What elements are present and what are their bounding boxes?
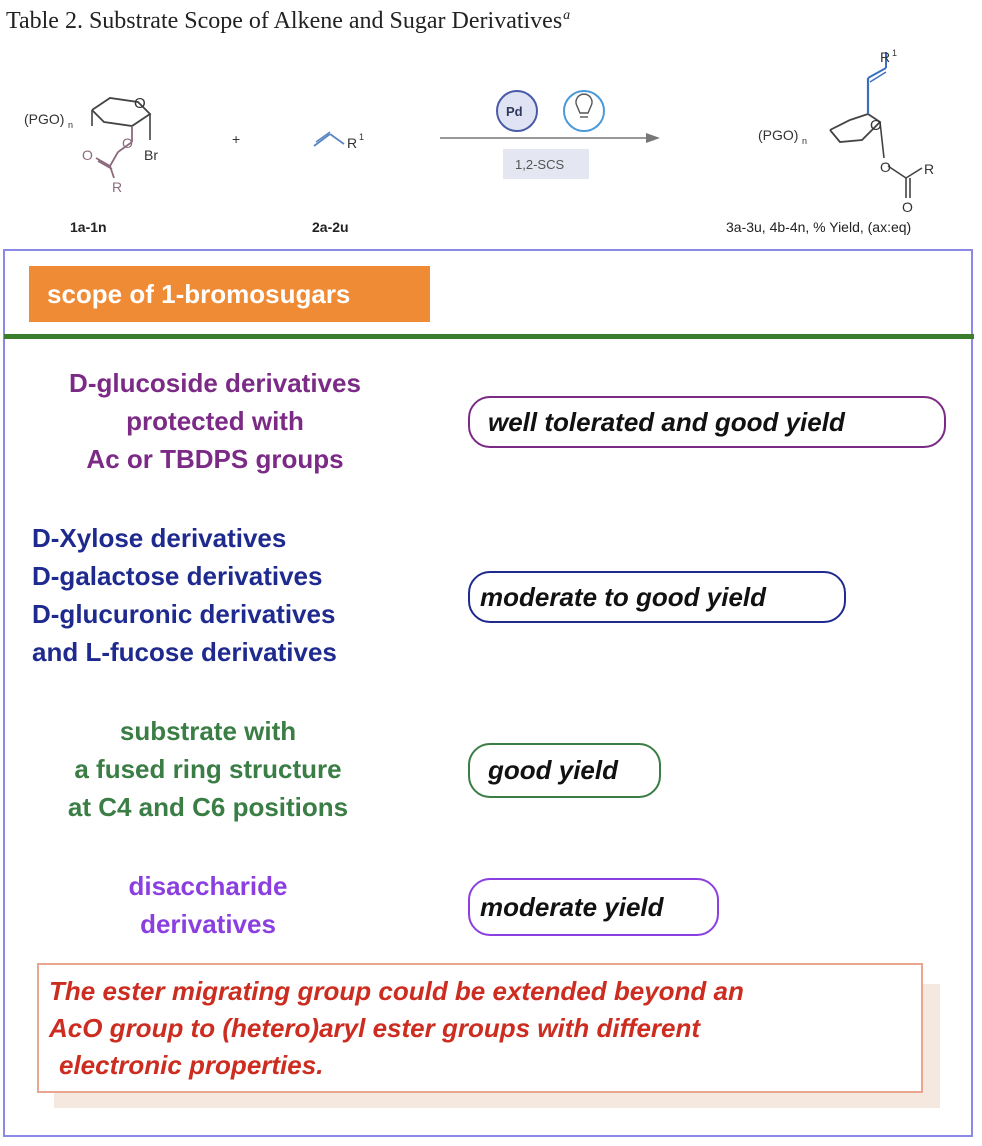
reactant1-br: Br <box>144 147 158 163</box>
group-disaccharide: disaccharide derivatives <box>108 867 308 943</box>
group-fused-ring-line: a fused ring structure <box>74 754 342 784</box>
group-xylose-line: D-Xylose derivatives <box>32 523 287 553</box>
product-ring-o: O <box>870 117 882 134</box>
result-xylose-text: moderate to good yield <box>480 581 767 612</box>
pd-catalyst-icon <box>496 90 538 132</box>
reactant-alkene: R 1 2a-2u <box>312 131 364 235</box>
reactant1-ring-o: O <box>134 95 146 112</box>
product-ester-o: O <box>880 159 891 175</box>
table-title: Table 2. Substrate Scope of Alkene and S… <box>6 8 570 35</box>
reactant-bromosugar: (PGO) n O O Br O R 1a-1n <box>24 95 158 235</box>
result-xylose-pill: moderate to good yield <box>468 571 846 623</box>
reactant2-sup: 1 <box>359 132 364 142</box>
result-glucoside-text: well tolerated and good yield <box>488 406 845 437</box>
header-divider <box>4 334 974 339</box>
reactant2-label: 2a-2u <box>312 219 349 235</box>
reactant1-carbonyl-o: O <box>82 147 93 163</box>
group-fused-ring-line: at C4 and C6 positions <box>67 792 349 822</box>
group-glucoside-line: D-glucoside derivatives <box>69 368 361 398</box>
reactant1-ester-o: O <box>122 135 133 151</box>
group-disaccharide-line: disaccharide <box>128 871 288 901</box>
reactant1-label: 1a-1n <box>70 219 107 235</box>
product-r: R <box>924 161 934 177</box>
group-glucoside-line: protected with <box>126 406 304 436</box>
scope-panel <box>3 249 973 1137</box>
scope-header-label: scope of 1-bromosugars <box>47 278 351 309</box>
group-xylose-line: D-galactose derivatives <box>32 561 323 591</box>
table-title-text: Table 2. Substrate Scope of Alkene and S… <box>6 8 563 34</box>
plus-sign: + <box>232 131 240 147</box>
result-disaccharide-text: moderate yield <box>480 891 664 922</box>
product-label: 3a-3u, 4b-4n, % Yield, (ax:eq) <box>726 219 911 235</box>
product-pgo: (PGO) <box>758 127 798 143</box>
table-title-footnote: a <box>563 8 571 23</box>
scope-header: scope of 1-bromosugars <box>29 266 430 322</box>
reactant2-r: R <box>347 135 357 151</box>
product-carbonyl-o: O <box>902 199 913 215</box>
group-glucoside: D-glucoside derivatives protected with A… <box>30 364 400 478</box>
product-glycoside: R 1 (PGO) n O O R O 3a-3u, 4b-4n, % Yiel… <box>726 48 934 235</box>
result-disaccharide-pill: moderate yield <box>468 878 719 936</box>
product-r1: R <box>880 49 890 65</box>
condition-label: 1,2-SCS <box>515 157 564 172</box>
group-xylose-line: D-glucuronic derivatives <box>32 599 336 629</box>
reactant1-pgo: (PGO) <box>24 111 64 127</box>
ester-note: The ester migrating group could be exten… <box>37 963 923 1093</box>
group-glucoside-line: Ac or TBDPS groups <box>86 444 344 474</box>
result-fused-ring-pill: good yield <box>468 743 661 798</box>
group-fused-ring-line: substrate with <box>119 716 297 746</box>
ester-note-line: electronic properties. <box>59 1050 324 1080</box>
result-fused-ring-text: good yield <box>488 755 618 785</box>
catalyst-label: Pd <box>506 104 523 119</box>
reaction-arrow: Pd 1,2-SCS <box>440 90 660 179</box>
light-bulb-icon <box>563 90 605 132</box>
ester-note-line: The ester migrating group could be exten… <box>49 976 744 1006</box>
reaction-scheme: (PGO) n O O Br O R 1a-1n + R 1 2a-2u Pd <box>24 48 934 235</box>
reactant1-r: R <box>112 179 122 195</box>
group-xylose-line: and L-fucose derivatives <box>32 637 337 667</box>
result-glucoside-pill: well tolerated and good yield <box>468 396 946 448</box>
product-n: n <box>802 136 807 146</box>
ester-note-line: AcO group to (hetero)aryl ester groups w… <box>49 1013 701 1043</box>
product-r1-sup: 1 <box>892 48 897 58</box>
reactant1-n: n <box>68 120 73 130</box>
group-fused-ring: substrate with a fused ring structure at… <box>24 712 392 826</box>
group-xylose: D-Xylose derivatives D-galactose derivat… <box>32 519 432 671</box>
group-disaccharide-line: derivatives <box>140 909 276 939</box>
